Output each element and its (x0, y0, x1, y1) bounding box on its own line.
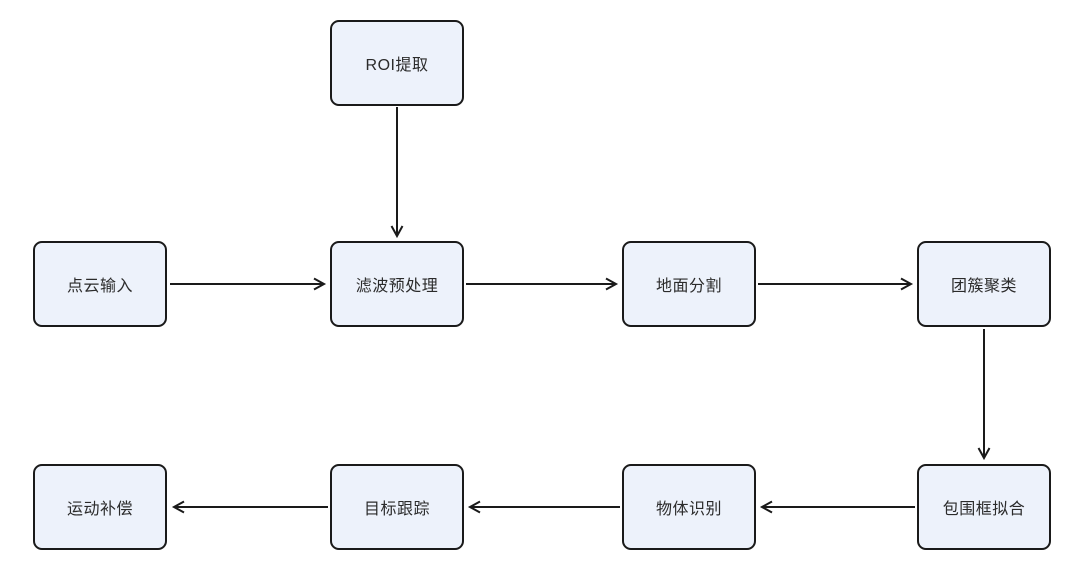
node-object-recognition: 物体识别 (622, 464, 756, 550)
node-motion-compensation: 运动补偿 (33, 464, 167, 550)
node-filter-preprocess: 滤波预处理 (330, 241, 464, 327)
node-label: 物体识别 (655, 501, 722, 518)
node-label: 地面分割 (655, 278, 722, 295)
node-roi-extraction: ROI提取 (330, 20, 464, 106)
node-label: 团簇聚类 (950, 278, 1017, 295)
node-cluster: 团簇聚类 (917, 241, 1051, 327)
node-ground-segmentation: 地面分割 (622, 241, 756, 327)
node-label: 点云输入 (66, 278, 133, 295)
node-label: 包围框拟合 (942, 501, 1026, 518)
node-label: ROI提取 (365, 57, 429, 74)
node-point-cloud-input: 点云输入 (33, 241, 167, 327)
node-label: 滤波预处理 (355, 278, 439, 295)
node-label: 运动补偿 (66, 501, 133, 518)
node-label: 目标跟踪 (363, 501, 430, 518)
node-target-tracking: 目标跟踪 (330, 464, 464, 550)
node-bounding-box-fitting: 包围框拟合 (917, 464, 1051, 550)
